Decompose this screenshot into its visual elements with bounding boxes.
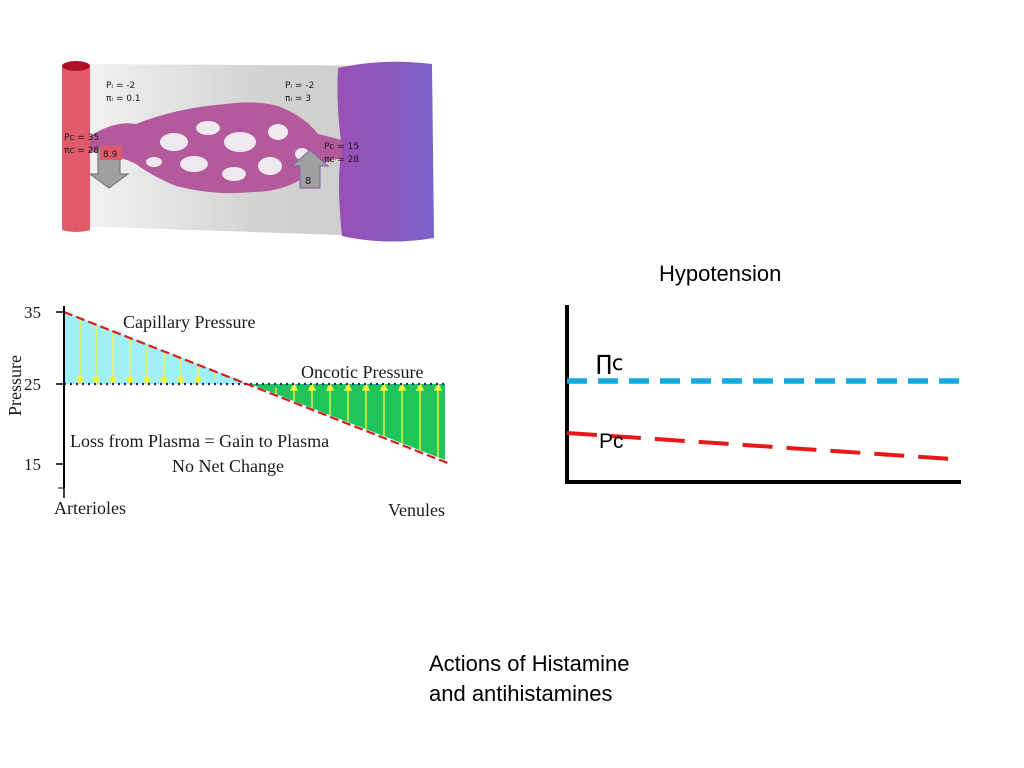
right-interstitial-oncotic: πᵢ = 3: [285, 94, 311, 104]
right-interstitial-pressure: Pᵢ = -2: [285, 81, 314, 91]
arterial-capillary-oncotic: πc = 28: [64, 146, 99, 156]
y-tick-35: 35: [24, 303, 41, 322]
absorption-arrow: [290, 149, 330, 189]
capillary-pressure-chart: 35 25 15 Pressure Capillary Pressure Onc…: [5, 303, 451, 520]
capillary-exchange-diagram: Pᵢ = -2 πᵢ = 0.1 Pᵢ = -2 πᵢ = 3 Pc = 35 …: [62, 61, 434, 242]
y-axis-label: Pressure: [5, 355, 25, 416]
vein-vessel: [337, 61, 434, 242]
venous-capillary-oncotic: πc = 28: [324, 155, 359, 165]
y-tick-15: 15: [24, 455, 41, 474]
left-interstitial-oncotic: πᵢ = 0.1: [106, 94, 141, 104]
artery-vessel: [62, 61, 90, 232]
venous-capillary-pressure: Pc = 15: [324, 142, 359, 152]
caption-line1: Actions of Histamine: [429, 651, 630, 676]
capillary-pressure-label: Capillary Pressure: [123, 312, 255, 332]
capillary-pressure-series-label: Pc: [599, 430, 624, 453]
net-change-note-line1: Loss from Plasma = Gain to Plasma: [70, 431, 329, 451]
filtration-arrows: [75, 320, 216, 386]
absorption-arrows: [275, 382, 443, 457]
capillary-pressure-series: [566, 431, 953, 461]
oncotic-pressure-label: Oncotic Pressure: [301, 362, 423, 382]
filtration-arrow: [88, 146, 130, 189]
slide-caption: Actions of Histamine and antihistamines: [429, 649, 630, 709]
oncotic-pressure-series-label: ∏c: [596, 351, 623, 375]
y-tick-25: 25: [24, 375, 41, 394]
hypotension-title: Hypotension: [659, 261, 782, 286]
left-interstitial-pressure: Pᵢ = -2: [106, 81, 135, 91]
caption-line2: and antihistamines: [429, 681, 613, 706]
hypotension-chart: ∏c Pc: [565, 305, 961, 484]
capillary-network: [90, 102, 342, 194]
arterial-capillary-pressure: Pc = 35: [64, 133, 99, 143]
absorption-value: 8: [305, 176, 311, 187]
net-change-note-line2: No Net Change: [172, 456, 284, 476]
filtration-value: 8.9: [103, 150, 118, 160]
capillary-pressure-line: [63, 310, 451, 466]
x-label-venules: Venules: [388, 500, 445, 520]
x-label-arterioles: Arterioles: [54, 498, 126, 518]
